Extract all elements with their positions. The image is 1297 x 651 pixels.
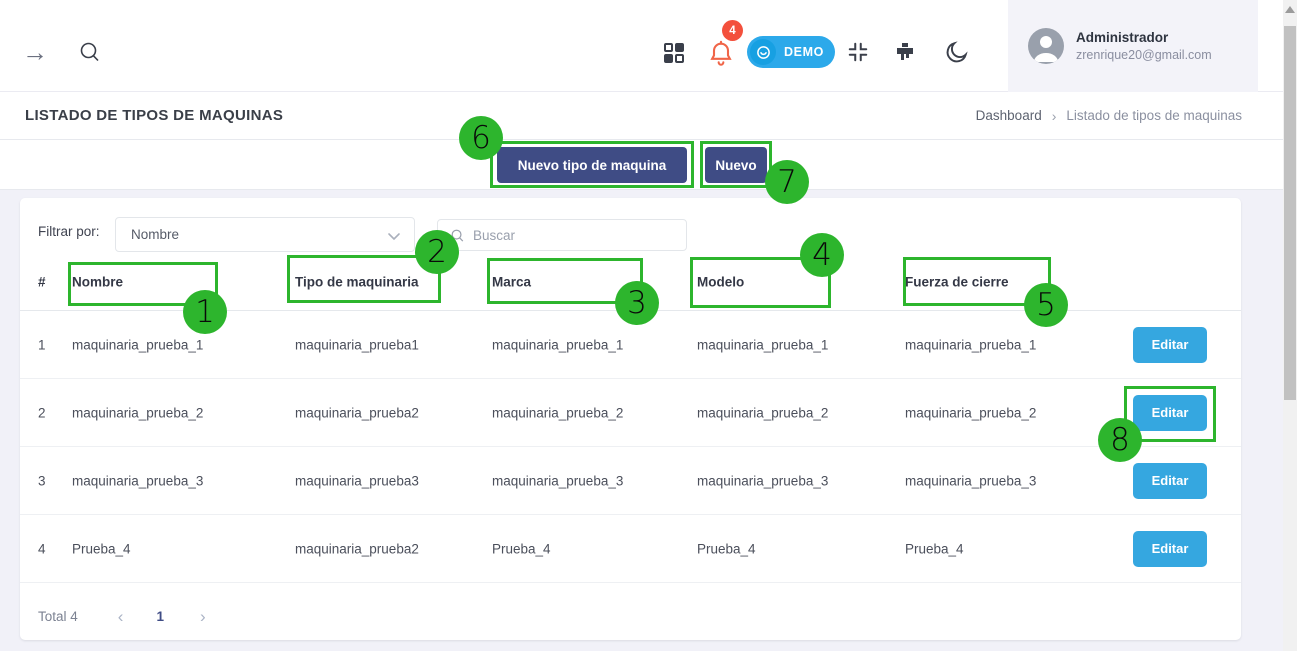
search-input[interactable] <box>473 227 663 243</box>
edit-button-row-3[interactable]: Editar <box>1133 462 1207 499</box>
table-row: 1 maquinaria_prueba_1 maquinaria_prueba1… <box>20 311 1241 379</box>
demo-badge[interactable]: DEMO <box>747 36 835 68</box>
cell-tipo: maquinaria_prueba1 <box>295 337 419 352</box>
col-header-fuerza: Fuerza de cierre <box>905 274 1009 289</box>
machine-types-card: Filtrar por: Nombre # Nombre Tipo de maq… <box>20 198 1241 640</box>
cell-fuerza: maquinaria_prueba_2 <box>905 405 1037 420</box>
cell-fuerza: maquinaria_prueba_1 <box>905 337 1037 352</box>
search-icon[interactable] <box>78 40 102 64</box>
table-header-row: # Nombre Tipo de maquinaria Marca Modelo… <box>20 253 1241 311</box>
scrollbar-up-arrow[interactable] <box>1285 6 1295 13</box>
notification-badge[interactable]: 4 <box>722 20 743 41</box>
col-header-marca: Marca <box>492 274 532 289</box>
user-menu[interactable]: Administrador zrenrique20@gmail.com <box>1008 0 1258 92</box>
apps-grid-icon[interactable] <box>661 40 687 66</box>
demo-label: DEMO <box>784 45 824 59</box>
user-meta: Administrador zrenrique20@gmail.com <box>1076 30 1212 62</box>
cell-tipo: maquinaria_prueba2 <box>295 541 419 556</box>
scrollbar <box>1283 0 1297 651</box>
cell-num: 1 <box>38 337 46 352</box>
col-header-tipo: Tipo de maquinaria <box>295 274 419 289</box>
smiley-icon <box>750 39 776 65</box>
breadcrumb-current: Listado de tipos de maquinas <box>1066 108 1242 123</box>
edit-button-row-1[interactable]: Editar <box>1133 326 1207 363</box>
chevron-down-icon <box>387 229 401 247</box>
table-footer: Total 4 ‹ 1 › <box>20 593 1241 640</box>
scrollbar-thumb[interactable] <box>1284 26 1296 400</box>
filter-field-select[interactable]: Nombre <box>115 217 415 252</box>
sidebar-toggle-arrow-icon[interactable]: → <box>22 36 48 67</box>
new-machine-type-button[interactable]: Nuevo tipo de maquina <box>497 147 687 183</box>
cell-nombre: maquinaria_prueba_2 <box>72 405 204 420</box>
moon-icon[interactable] <box>943 38 971 66</box>
breadcrumb-separator-icon: › <box>1051 107 1057 124</box>
search-box <box>437 219 687 251</box>
cell-modelo: maquinaria_prueba_3 <box>697 473 829 488</box>
cell-modelo: Prueba_4 <box>697 541 756 556</box>
filter-by-label: Filtrar por: <box>38 224 100 239</box>
page-title-bar: LISTADO DE TIPOS DE MAQUINAS Dashboard ›… <box>0 92 1283 140</box>
total-count-label: Total 4 <box>38 609 78 624</box>
new-button[interactable]: Nuevo <box>705 147 767 183</box>
cell-num: 2 <box>38 405 46 420</box>
cell-fuerza: maquinaria_prueba_3 <box>905 473 1037 488</box>
breadcrumb-dashboard[interactable]: Dashboard <box>975 108 1042 123</box>
table-row: 4 Prueba_4 maquinaria_prueba2 Prueba_4 P… <box>20 515 1241 583</box>
col-header-modelo: Modelo <box>697 274 745 289</box>
cell-tipo: maquinaria_prueba2 <box>295 405 419 420</box>
cell-fuerza: Prueba_4 <box>905 541 964 556</box>
col-header-nombre: Nombre <box>72 274 124 289</box>
cell-marca: maquinaria_prueba_2 <box>492 405 624 420</box>
bell-icon[interactable] <box>706 38 736 68</box>
cell-marca: maquinaria_prueba_1 <box>492 337 624 352</box>
table-row: 2 maquinaria_prueba_2 maquinaria_prueba2… <box>20 379 1241 447</box>
cell-marca: maquinaria_prueba_3 <box>492 473 624 488</box>
action-bar: Nuevo tipo de maquina Nuevo <box>0 140 1283 190</box>
table-row: 3 maquinaria_prueba_3 maquinaria_prueba3… <box>20 447 1241 515</box>
top-navbar: → 4 <box>0 0 1283 92</box>
cell-modelo: maquinaria_prueba_2 <box>697 405 829 420</box>
edit-button-row-4[interactable]: Editar <box>1133 530 1207 567</box>
filter-selected-value: Nombre <box>131 227 180 242</box>
cell-marca: Prueba_4 <box>492 541 551 556</box>
cell-tipo: maquinaria_prueba3 <box>295 473 419 488</box>
breadcrumb: Dashboard › Listado de tipos de maquinas <box>976 108 1242 124</box>
cell-modelo: maquinaria_prueba_1 <box>697 337 829 352</box>
cell-nombre: Prueba_4 <box>72 541 131 556</box>
pagination-page-1[interactable]: 1 <box>156 609 164 624</box>
cell-nombre: maquinaria_prueba_1 <box>72 337 204 352</box>
pagination-next-icon[interactable]: › <box>199 606 206 626</box>
user-name: Administrador <box>1076 30 1169 45</box>
avatar-icon <box>1028 28 1064 64</box>
user-email: zrenrique20@gmail.com <box>1076 48 1212 62</box>
paint-brush-icon[interactable] <box>892 39 918 65</box>
search-input-icon <box>450 228 465 243</box>
pagination-prev-icon[interactable]: ‹ <box>117 606 124 626</box>
cell-nombre: maquinaria_prueba_3 <box>72 473 204 488</box>
cell-num: 3 <box>38 473 46 488</box>
page-title: LISTADO DE TIPOS DE MAQUINAS <box>25 107 284 124</box>
cell-num: 4 <box>38 541 46 556</box>
col-header-num: # <box>38 274 46 289</box>
compress-icon[interactable] <box>846 40 870 64</box>
edit-button-row-2[interactable]: Editar <box>1133 394 1207 431</box>
